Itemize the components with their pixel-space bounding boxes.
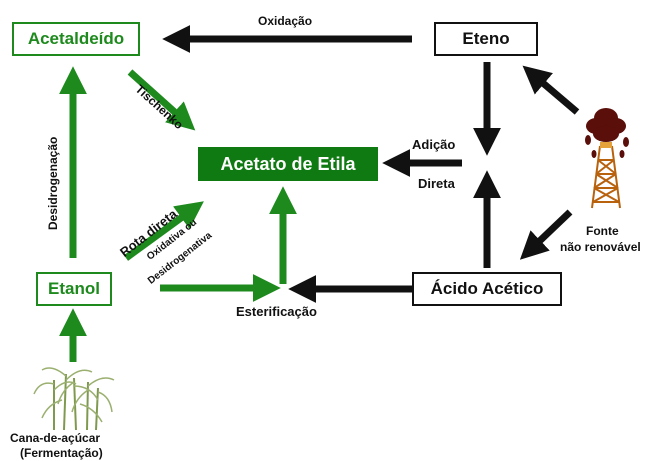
node-etanol: Etanol	[36, 272, 112, 306]
label-desidrogenacao: Desidrogenação	[46, 136, 60, 230]
label-fonte: Fonte	[586, 224, 619, 238]
label-direta: Direta	[418, 176, 455, 191]
arrow-tischenko	[127, 69, 196, 131]
node-acetaldeido: Acetaldeído	[12, 22, 140, 56]
label-nao-renovavel: não renovável	[560, 240, 641, 254]
label-esterificacao: Esterificação	[236, 304, 317, 319]
label-oxidacao: Oxidação	[258, 14, 313, 28]
label-fermentacao: (Fermentação)	[20, 446, 103, 460]
label-cana: Cana-de-açúcar	[10, 431, 101, 445]
arrow-rota-direta	[123, 201, 204, 261]
arrow-fonte-acido	[519, 209, 573, 260]
node-eteno: Eteno	[434, 22, 538, 56]
arrow-fonte-eteno	[522, 65, 580, 115]
node-acido-acetico: Ácido Acético	[412, 272, 562, 306]
sugarcane-icon	[33, 367, 115, 431]
oil-derrick-icon	[585, 108, 629, 209]
node-acetato-de-etila: Acetato de Etila	[198, 147, 378, 181]
label-adicao: Adição	[412, 137, 456, 152]
